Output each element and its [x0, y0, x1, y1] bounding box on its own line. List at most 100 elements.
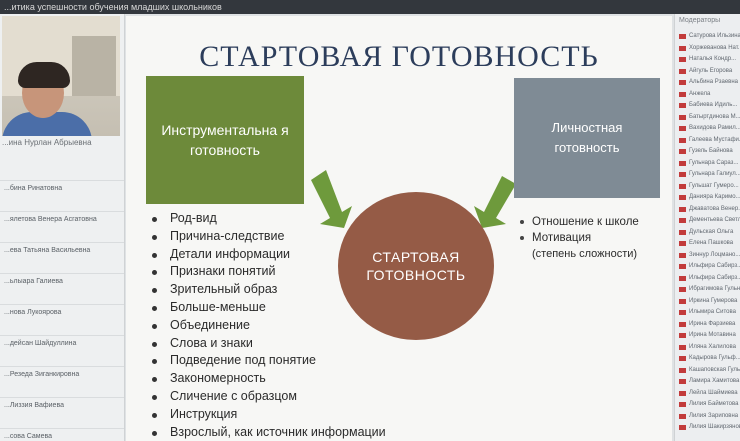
list-item: Объединение [146, 317, 416, 335]
participant-item[interactable]: ...бина Ринатовна [0, 180, 124, 196]
list-item: Мотивация [516, 230, 676, 246]
attendee-item[interactable]: Кадырова Гульф... [675, 354, 740, 363]
list-item: Признаки понятий [146, 263, 416, 281]
attendee-name: Гульнара Сараз... [689, 159, 739, 166]
personal-readiness-box: Личностная готовность [514, 78, 660, 198]
attendee-name: Елена Пашкова [689, 240, 734, 246]
attendee-item[interactable]: Вахидова Рамил... [675, 124, 740, 133]
attendee-item[interactable]: Гульшат Гумеро... [675, 182, 740, 191]
flag-icon [679, 402, 686, 407]
attendee-item[interactable]: Гульнара Галиул... [675, 170, 740, 179]
attendee-item[interactable]: Анжела [675, 90, 740, 99]
attendee-item[interactable]: Сатурова Ильзина [675, 32, 740, 41]
attendee-name: Лейла Шаймиева [689, 389, 738, 396]
attendee-item[interactable]: Ламира Хамитова [675, 377, 740, 386]
flag-icon [679, 287, 686, 292]
slide-arrows [311, 170, 516, 228]
flag-icon [679, 45, 686, 51]
attendee-name: Ирина Фарзиева [689, 320, 736, 327]
attendee-name: Хоржеванова Нат... [689, 44, 740, 51]
attendee-item[interactable]: Галеева Мустафи... [675, 136, 740, 145]
flag-icon [679, 344, 686, 350]
participant-item[interactable]: ...сова Самева [0, 428, 124, 441]
list-item: Зрительный образ [146, 281, 416, 299]
attendee-name: Иркина Гумерова [689, 297, 738, 304]
attendee-item[interactable]: Ирина Мотавина [675, 331, 740, 340]
list-item: Отношение к школе [516, 214, 676, 230]
attendee-name: Альбина Рзаевна [689, 79, 738, 85]
participant-item[interactable]: ...Резеда Зиганкировна [0, 366, 124, 382]
attendee-item[interactable]: Лилия Шакирзянова [675, 423, 740, 432]
attendee-item[interactable]: Иркина Гумерова [675, 297, 740, 306]
list-item-sub: (степень сложности) [532, 248, 638, 260]
attendee-item[interactable]: Иляна Халилова [675, 343, 740, 352]
attendee-item[interactable]: Батыртдинова М... [675, 113, 740, 122]
flag-icon [679, 218, 686, 223]
attendee-name: Ильфира Сабирз... [689, 274, 740, 281]
attendee-item[interactable]: Бабиева Идиль... [675, 101, 740, 110]
flag-icon [679, 379, 686, 384]
arrow-left-icon [311, 170, 352, 228]
flag-icon [679, 91, 686, 97]
participant-item[interactable]: ...ьлыара Галиева [0, 273, 124, 289]
starting-readiness-circle: СТАРТОВАЯ ГОТОВНОСТЬ [338, 192, 494, 340]
attendee-name: Анжела [689, 90, 711, 97]
attendee-item[interactable]: Хоржеванова Нат... [675, 44, 740, 53]
participant-item[interactable]: ...дейсан Шайдуллина [0, 335, 124, 351]
flag-icon [679, 367, 686, 373]
attendee-item[interactable]: Ибрагимова Гульна... [675, 285, 740, 294]
attendee-name: Джаватова Венер... [689, 205, 740, 212]
flag-icon [679, 149, 686, 154]
attendee-item[interactable]: Ильфира Сабирз... [675, 262, 740, 271]
list-item: Взрослый, как источник информации [146, 424, 416, 441]
attendee-item[interactable]: Джаватова Венер... [675, 205, 740, 214]
attendee-item[interactable]: Ильфира Сабирз... [675, 274, 740, 283]
flag-icon [679, 126, 686, 131]
flag-icon [679, 333, 686, 338]
attendee-name: Зиннур Лоцмано... [689, 251, 740, 258]
participant-item[interactable]: ...ялетова Венера Асгатовна [0, 211, 124, 227]
list-item: Больше-меньше [146, 299, 416, 317]
attendee-item[interactable]: Елена Пашкова [675, 239, 740, 248]
attendee-item[interactable]: Ирина Фарзиева [675, 320, 740, 329]
attendee-name: Бабиева Идиль... [689, 102, 738, 108]
flag-icon [679, 310, 686, 315]
attendee-item[interactable]: Гузель Байнова [675, 147, 740, 156]
attendee-name: Данияра Каримо... [689, 194, 740, 200]
flag-icon [679, 80, 686, 85]
attendee-name: Лилия Шакирзянова [689, 424, 740, 430]
attendee-item[interactable]: Лилия Зариповна [675, 412, 740, 421]
attendee-item[interactable]: Айгуль Егорова [675, 67, 740, 76]
participant-item[interactable]: ...нова Лукоярова [0, 304, 124, 320]
flag-icon [679, 264, 686, 269]
attendee-item[interactable]: Дементьева Светл... [675, 216, 740, 225]
participants-panel: ...ина Нурлан Абрыевна ...бина Ринатовна… [0, 14, 125, 441]
participant-item[interactable]: ...Лиззия Вафиева [0, 397, 124, 413]
attendee-item[interactable]: Лилия Байметова [675, 400, 740, 409]
attendee-item[interactable]: Наталья Кондр... [675, 55, 740, 64]
attendee-item[interactable]: Данияра Каримо... [675, 193, 740, 202]
attendee-item[interactable]: Лейла Шаймиева [675, 389, 740, 398]
participant-item[interactable]: ...ева Татьяна Васильевна [0, 242, 124, 258]
list-item: Закономерность [146, 370, 416, 388]
flag-icon [679, 206, 686, 212]
slide-title: СТАРТОВАЯ ГОТОВНОСТЬ [199, 40, 599, 73]
attendee-name: Ламира Хамитова [689, 378, 740, 384]
webcam-video[interactable] [2, 16, 120, 136]
attendee-item[interactable]: Альбина Рзаевна [675, 78, 740, 87]
attendee-item[interactable]: Дульская Ольга [675, 228, 740, 237]
list-item: Инструкция [146, 406, 416, 424]
flag-icon [679, 195, 686, 200]
attendee-item[interactable]: Кашаповская Гуль... [675, 366, 740, 375]
flag-icon [679, 68, 686, 74]
flag-icon [679, 252, 686, 258]
flag-icon [679, 229, 686, 235]
personal-list: Отношение к школе Мотивация (степень сло… [516, 214, 676, 262]
attendee-name: Гульшат Гумеро... [689, 182, 739, 189]
list-item: Причина-следствие [146, 228, 416, 246]
attendee-item[interactable]: Гульнара Сараз... [675, 159, 740, 168]
attendee-item[interactable]: Ильмира Ситова [675, 308, 740, 317]
attendee-item[interactable]: Зиннур Лоцмано... [675, 251, 740, 260]
flag-icon [679, 160, 686, 166]
